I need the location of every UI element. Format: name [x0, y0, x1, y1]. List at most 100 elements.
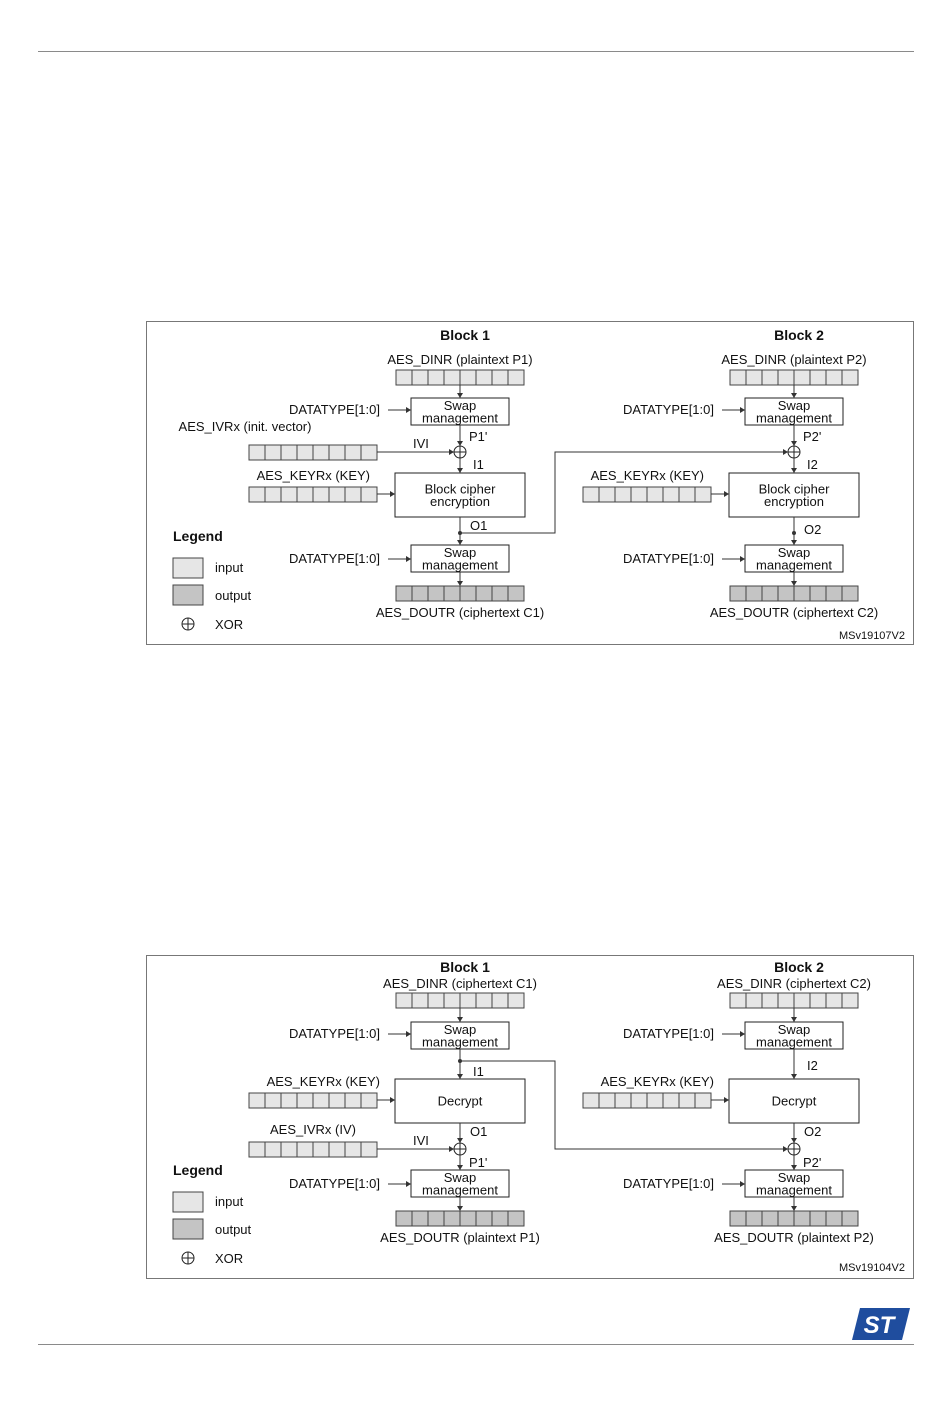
block2-p-prime-label: P2' — [803, 429, 821, 444]
block2-o-arrow — [791, 1138, 797, 1143]
chain-arrow — [783, 1146, 788, 1152]
block2-p-prime-arrow — [791, 441, 797, 446]
block1-p-prime-label: P1' — [469, 1155, 487, 1170]
block1-o-arrow — [457, 1138, 463, 1143]
legend-input-label: input — [215, 1194, 244, 1209]
block1-iv-label: AES_IVRx (IV) — [270, 1122, 356, 1137]
block2-datatype-out-label: DATATYPE[1:0] — [623, 1176, 714, 1191]
block1-key-arrow — [390, 491, 395, 497]
block1-swap-in-box-label: management — [422, 1034, 498, 1049]
block2-xor — [787, 445, 801, 459]
legend-output-label: output — [215, 1222, 252, 1237]
block1-ivi-label: IVI — [413, 436, 429, 451]
block1-i-arrow — [457, 1074, 463, 1079]
block2-swap-out-box-label: management — [756, 557, 832, 572]
block1-din-register — [395, 369, 525, 386]
block1-ivi-arrow — [449, 1146, 454, 1152]
legend-output-label: output — [215, 588, 252, 603]
block2-decrypt-box-label: Decrypt — [772, 1094, 817, 1109]
block2-o-arrow — [791, 540, 797, 545]
block2-din-arrow — [791, 393, 797, 398]
block1-swap-in-box-label: Swap — [444, 1022, 477, 1037]
block2-dout-label: AES_DOUTR (ciphertext C2) — [710, 605, 878, 620]
block1-swap-out-box-label: management — [422, 1182, 498, 1197]
block1-swap-out-box-label: Swap — [444, 545, 477, 560]
block2-p-prime-arrow — [791, 1165, 797, 1170]
legend-xor-label: XOR — [215, 1251, 243, 1266]
block1-datatype-out-arrow — [406, 1181, 411, 1187]
block1-xor — [453, 1142, 467, 1156]
footer-rule — [38, 1344, 914, 1345]
header-rule — [38, 51, 914, 52]
block1-datatype-in-arrow — [406, 407, 411, 413]
block2-dout-arrow — [791, 1206, 797, 1211]
block1-i-label: I1 — [473, 457, 484, 472]
block2-datatype-out-arrow — [740, 1181, 745, 1187]
block1-swap-out-box — [410, 544, 510, 573]
block1-din-register — [395, 992, 525, 1009]
block2-datatype-in-arrow — [740, 1031, 745, 1037]
block2-cipher-box — [728, 472, 860, 518]
block1-dout-arrow — [457, 1206, 463, 1211]
block2-din-label: AES_DINR (plaintext P2) — [721, 352, 866, 367]
block1-dout-label: AES_DOUTR (ciphertext C1) — [376, 605, 544, 620]
block2-swap-out-box-label: management — [756, 1182, 832, 1197]
block2-dout-label: AES_DOUTR (plaintext P2) — [714, 1230, 874, 1245]
block2-o-junction — [792, 531, 796, 535]
block1-p-prime-arrow — [457, 441, 463, 446]
block2-swap-out-box — [744, 1169, 844, 1198]
legend-input-swatch — [172, 1191, 204, 1213]
block2-swap-in-box-label: Swap — [778, 1022, 811, 1037]
st-logo-text: ST — [864, 1312, 897, 1339]
block1-dout-register — [395, 1210, 525, 1227]
block1-swap-out-box-label: Swap — [444, 1170, 477, 1185]
block1-datatype-out-label: DATATYPE[1:0] — [289, 1176, 380, 1191]
block1-swap-out-box-label: management — [422, 557, 498, 572]
block2-dout-arrow — [791, 581, 797, 586]
block2-swap-in-box-label: Swap — [778, 398, 811, 413]
block1-datatype-in-label: DATATYPE[1:0] — [289, 1026, 380, 1041]
block2-swap-in-box-label: management — [756, 1034, 832, 1049]
block1-key-register — [248, 486, 378, 503]
block2-din-register — [729, 369, 859, 386]
block2-datatype-in-arrow — [740, 407, 745, 413]
block1-datatype-in-label: DATATYPE[1:0] — [289, 402, 380, 417]
block1-title: Block 1 — [440, 327, 490, 343]
block1-i-label: I1 — [473, 1064, 484, 1079]
block2-key-arrow — [724, 491, 729, 497]
block2-i-arrow — [791, 468, 797, 473]
block2-dout-register — [729, 1210, 859, 1227]
st-logo: ST — [852, 1308, 910, 1340]
figure-code: MSv19104V2 — [839, 1262, 905, 1274]
legend-xor-label: XOR — [215, 617, 243, 632]
legend-title: Legend — [173, 528, 223, 544]
block1-datatype-in-arrow — [406, 1031, 411, 1037]
block2-title: Block 2 — [774, 959, 824, 975]
legend-output-swatch — [172, 1218, 204, 1240]
chain-arrow — [783, 449, 788, 455]
block1-iv-register — [248, 444, 378, 461]
block1-o-label: O1 — [470, 1124, 487, 1139]
legend-output-swatch — [172, 584, 204, 606]
block2-o-label: O2 — [804, 1124, 821, 1139]
block2-swap-in-box — [744, 397, 844, 426]
block1-iv-register — [248, 1141, 378, 1158]
block1-title: Block 1 — [440, 959, 490, 975]
block1-datatype-out-arrow — [406, 556, 411, 562]
block1-decrypt-box-label: Decrypt — [438, 1094, 483, 1109]
block1-cipher-box — [394, 472, 526, 518]
block1-din-arrow — [457, 393, 463, 398]
block1-dout-arrow — [457, 581, 463, 586]
block2-datatype-in-label: DATATYPE[1:0] — [623, 1026, 714, 1041]
block2-i-label: I2 — [807, 1058, 818, 1073]
block1-i-arrow — [457, 468, 463, 473]
block2-din-label: AES_DINR (ciphertext C2) — [717, 976, 871, 991]
block1-din-arrow — [457, 1017, 463, 1022]
block1-decrypt-box — [394, 1078, 526, 1124]
block2-datatype-out-arrow — [740, 556, 745, 562]
block1-cipher-box-label: Block cipher — [425, 481, 496, 496]
block2-key-label: AES_KEYRx (KEY) — [601, 1074, 714, 1089]
